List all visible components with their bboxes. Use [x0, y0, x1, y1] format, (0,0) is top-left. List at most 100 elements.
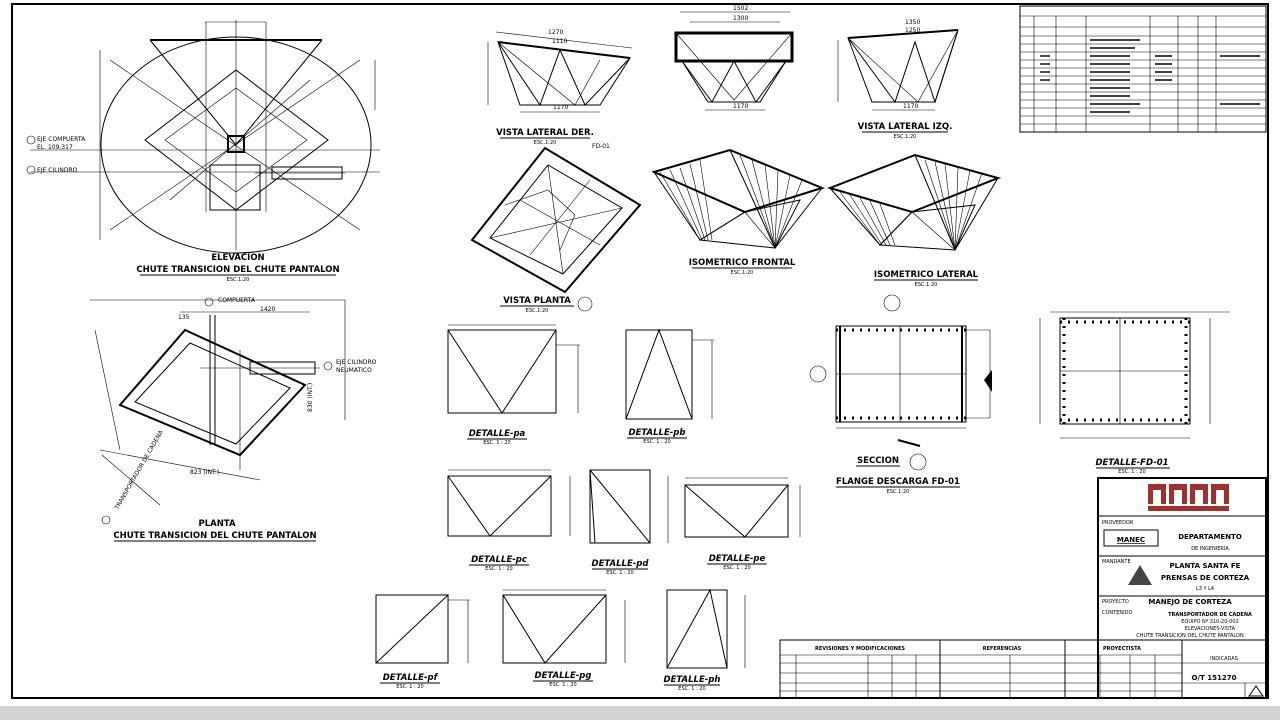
plan-pneumatic: NEUMATICO	[336, 367, 372, 374]
side-right-view: 1270 1110 1170	[487, 29, 633, 113]
iso-side-scale: ESC.1:20	[915, 282, 938, 288]
detail-pb-scale: ESC. 1 : 20	[643, 439, 670, 445]
plan-title: PLANTA	[198, 519, 235, 529]
side-right-dim2: 1110	[552, 38, 567, 45]
plan-view-tag: FD-01	[592, 143, 610, 150]
tb-content2: EQUIPO Nº 310-20-002	[1181, 619, 1239, 625]
tb-maestranza: MANEC	[1117, 536, 1145, 544]
side-left-dim3: 1170	[903, 103, 918, 110]
side-left-dim2: 1250	[905, 27, 920, 34]
tb-designer: PROYECTISTA	[1103, 646, 1141, 652]
detail-pd	[589, 469, 669, 544]
elevation-title: ELEVACION	[211, 253, 264, 263]
elev-axis-gate: EJE COMPUERTA	[37, 136, 86, 143]
detail-pc-title: DETALLE-pc	[471, 555, 527, 565]
front-dim2: 1300	[733, 15, 748, 22]
tb-indicated: INDICADAS	[1210, 656, 1238, 662]
side-right-title: VISTA LATERAL DER.	[496, 128, 594, 138]
detail-pf-title: DETALLE-pf	[383, 673, 439, 683]
detail-pb	[625, 328, 714, 420]
tb-content-label: CONTENIDO	[1102, 610, 1132, 616]
detail-ph-scale: ESC. 1 : 20	[678, 686, 705, 692]
plan-gate-label: COMPUERTA	[218, 297, 256, 304]
front-view: 1502 1300 1170	[674, 5, 794, 111]
tb-content1: TRANSPORTADOR DE CADENA	[1168, 612, 1252, 618]
plan-dim-right: 830 (INT.)	[307, 383, 314, 412]
detail-pd-title: DETALLE-pd	[592, 559, 650, 569]
detail-pf-scale: ESC. 1 : 20	[396, 684, 423, 690]
iso-front-view	[651, 148, 825, 249]
elevation-scale: ESC.1:20	[227, 277, 250, 283]
detail-pg-title: DETALLE-pg	[535, 671, 592, 681]
detail-pf	[375, 594, 470, 664]
iso-side-view	[826, 153, 1002, 252]
side-left-scale: ESC.1:20	[894, 134, 917, 140]
tb-plant: PLANTA SANTA FE	[1170, 562, 1241, 570]
tb-lines: L3 Y L4	[1196, 586, 1214, 592]
tb-revisions: REVISIONES Y MODIFICACIONES	[815, 646, 905, 652]
elev-axis-cyl: EJE CILINDRO	[37, 167, 78, 174]
revisions-table: REVISIONES Y MODIFICACIONES REFERENCIAS …	[779, 639, 1267, 699]
iso-side-title: ISOMETRICO LATERAL	[874, 270, 979, 280]
side-left-dim1: 1350	[905, 19, 920, 26]
company-logo	[1148, 484, 1229, 511]
front-dim3: 1170	[733, 103, 748, 110]
section-flange	[809, 294, 992, 447]
tb-ot: O/T 151270	[1192, 674, 1237, 682]
tb-content3: ELEVACIONES-VISTA	[1185, 626, 1236, 632]
detail-pg-scale: ESC. 1 : 20	[549, 682, 576, 688]
plan-view-title: VISTA PLANTA	[503, 296, 571, 306]
side-right-dim1: 1270	[548, 29, 563, 36]
tb-project-label: PROYECTO	[1102, 599, 1129, 605]
detail-pa-title: DETALLE-pa	[469, 429, 526, 439]
detail-fd-title: DETALLE-FD-01	[1095, 458, 1168, 468]
sheet-border	[11, 3, 1269, 699]
iso-front-title: ISOMETRICO FRONTAL	[689, 258, 796, 268]
elevation-view: EJE COMPUERTA EL. 109.317 EJE CILINDRO	[26, 20, 380, 254]
detail-pe	[684, 477, 801, 538]
tb-dept: DEPARTAMENTO	[1178, 533, 1242, 541]
detail-pa-scale: ESC. 1 : 20	[483, 440, 510, 446]
elevation-subtitle: CHUTE TRANSICION DEL CHUTE PANTALON	[136, 265, 339, 275]
detail-pc	[447, 469, 571, 537]
detail-fd-scale: ESC. 1 : 20	[1118, 469, 1145, 475]
side-right-scale: ESC.1:20	[534, 140, 557, 146]
plan-conveyor: TRANSPORTADOR DE CADENA	[113, 428, 165, 511]
detail-pd-scale: ESC. 1 : 20	[606, 570, 633, 576]
detail-ph-title: DETALLE-ph	[664, 675, 721, 685]
tb-content4: CHUTE TRANSICION DEL CHUTE PANTALON	[1136, 633, 1244, 639]
side-right-dim3: 1170	[553, 104, 568, 111]
detail-pg	[502, 589, 626, 664]
tb-project: MANEJO DE CORTEZA	[1148, 598, 1232, 606]
detail-pa	[447, 324, 580, 414]
tb-presses: PRENSAS DE CORTEZA	[1161, 574, 1250, 582]
tb-dept2: DE INGENIERIA	[1191, 546, 1229, 552]
plan-dim-top: 1420	[260, 306, 275, 313]
title-block: PROVEEDOR MANEC DEPARTAMENTO DE INGENIER…	[1097, 477, 1267, 699]
plan-axis-cyl: EJE CILINDRO	[336, 359, 377, 366]
detail-pe-scale: ESC. 1 : 20	[723, 565, 750, 571]
plan-dim-bottom: 823 (INT.)	[190, 469, 219, 476]
plan-view-scale: ESC.1:20	[526, 308, 549, 314]
section-scale: ESC.1:20	[887, 489, 910, 495]
bottom-strip	[0, 706, 1280, 720]
side-left-title: VISTA LATERAL IZQ.	[858, 122, 953, 132]
section-subtitle: FLANGE DESCARGA FD-01	[836, 477, 960, 487]
tb-references: REFERENCIAS	[983, 646, 1022, 652]
detail-pc-scale: ESC. 1 : 20	[485, 566, 512, 572]
front-dim1: 1502	[733, 5, 748, 12]
detail-fd-01	[1039, 311, 1230, 439]
section-title: SECCION	[857, 456, 899, 466]
parts-list	[1019, 5, 1267, 133]
tb-client-label: MANDANTE	[1102, 559, 1131, 565]
detail-pb-title: DETALLE-pb	[629, 428, 686, 438]
plan-subtitle: CHUTE TRANSICION DEL CHUTE PANTALON	[113, 531, 316, 541]
detail-ph	[666, 588, 746, 669]
side-left-view: 1350 1250 1170	[837, 19, 959, 111]
plan-dim-left: 135	[178, 314, 190, 321]
plan-view: COMPUERTA EJE CILINDRO NEUMATICO 1420 13…	[90, 297, 377, 525]
detail-pe-title: DETALLE-pe	[709, 554, 766, 564]
elev-level: EL. 109.317	[37, 144, 73, 151]
iso-front-scale: ESC.1:20	[731, 270, 754, 276]
